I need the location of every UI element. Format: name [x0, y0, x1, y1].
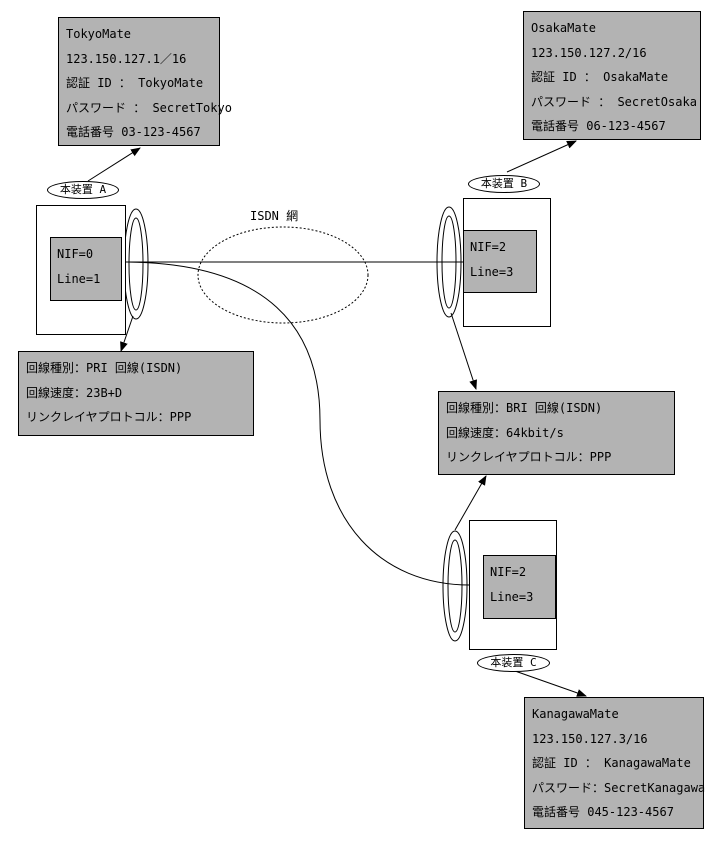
pri-line-speed: 回線速度：23B+D: [26, 385, 123, 400]
link-a-c: [122, 261, 471, 586]
kanagawa-ip: 123.150.127.3/16: [532, 731, 648, 746]
device-c-label: 本装置 C: [477, 654, 550, 672]
osaka-phone: 電話番号 06-123-4567: [531, 119, 666, 133]
bri-line-type: 回線種別：BRI 回線(ISDN): [446, 401, 603, 415]
osaka-name: OsakaMate: [531, 21, 597, 35]
device-a-nif-panel: NIF=0 Line=1: [50, 237, 122, 301]
osaka-password: パスワード ： SecretOsaka: [531, 94, 697, 109]
pri-line-type: 回線種別：PRI 回線(ISDN): [26, 361, 183, 375]
bri-link-protocol: リンクレイヤプロトコル：PPP: [446, 450, 612, 464]
device-a-line: Line=1: [57, 272, 101, 286]
device-a-nif: NIF=0: [57, 247, 94, 261]
port-b-inner: [441, 215, 457, 309]
device-b-nif: NIF=2: [470, 240, 507, 254]
osaka-ip: 123.150.127.2/16: [531, 45, 647, 60]
kanagawa-info-box: KanagawaMate 123.150.127.3/16 認証 ID ： Ka…: [524, 697, 706, 829]
tokyo-ip: 123.150.127.1／16: [66, 51, 187, 66]
kanagawa-auth-id: 認証 ID ： KanagawaMate: [532, 756, 691, 770]
port-b-outer: [436, 206, 462, 318]
kanagawa-name: KanagawaMate: [532, 707, 619, 721]
tokyo-info-box: TokyoMate 123.150.127.1／16 認証 ID ： Tokyo…: [58, 17, 232, 146]
isdn-network-ellipse: [197, 226, 369, 324]
pri-link-protocol: リンクレイヤプロトコル：PPP: [26, 410, 192, 424]
device-b-label: 本装置 B: [468, 175, 540, 193]
kanagawa-phone: 電話番号 045-123-4567: [532, 805, 674, 819]
arrow-b-to-osaka: [506, 140, 577, 173]
osaka-auth-id: 認証 ID ： OsakaMate: [531, 70, 669, 84]
arrow-c-to-kanagawa: [514, 670, 587, 697]
device-c-nif: NIF=2: [490, 565, 527, 579]
arrow-a-to-pri: [120, 315, 134, 352]
arrow-b-to-bri: [450, 312, 477, 390]
bri-line-box: 回線種別：BRI 回線(ISDN) 回線速度：64kbit/s リンクレイヤプロ…: [438, 391, 675, 475]
pri-line-box: 回線種別：PRI 回線(ISDN) 回線速度：23B+D リンクレイヤプロトコル…: [18, 351, 254, 436]
device-c-line: Line=3: [490, 590, 534, 604]
port-c-inner: [447, 539, 463, 633]
port-c-outer: [442, 530, 468, 642]
port-a-outer: [123, 208, 149, 320]
tokyo-auth-id: 認証 ID ： TokyoMate: [66, 76, 204, 90]
osaka-info-box: OsakaMate 123.150.127.2/16 認証 ID ： Osaka…: [523, 11, 701, 140]
tokyo-name: TokyoMate: [66, 27, 132, 41]
kanagawa-password: パスワード：SecretKanagawa: [532, 780, 706, 795]
device-c-nif-panel: NIF=2 Line=3: [483, 555, 556, 619]
arrow-a-to-tokyo: [87, 147, 141, 182]
arrow-c-to-bri: [454, 475, 487, 531]
isdn-network-label: ISDN 網: [250, 209, 299, 223]
bri-line-speed: 回線速度：64kbit/s: [446, 425, 564, 440]
device-b-line: Line=3: [470, 265, 514, 279]
tokyo-password: パスワード ： SecretTokyo: [66, 100, 232, 115]
device-b-nif-panel: NIF=2 Line=3: [463, 230, 537, 293]
tokyo-phone: 電話番号 03-123-4567: [66, 125, 201, 139]
port-a-inner: [128, 217, 144, 311]
device-a-label: 本装置 A: [47, 181, 119, 199]
